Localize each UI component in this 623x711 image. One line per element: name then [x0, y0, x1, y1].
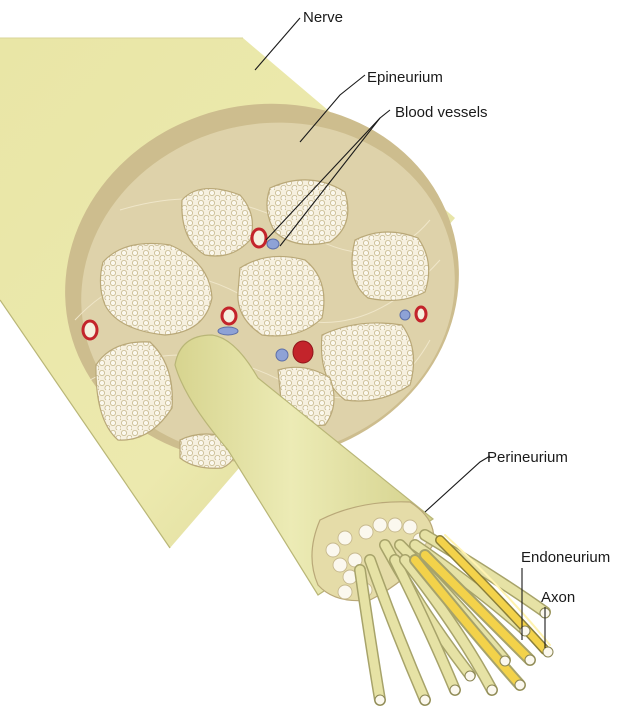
artery: [252, 229, 266, 247]
label-blood-vessels: Blood vessels: [395, 104, 488, 121]
artery: [83, 321, 97, 339]
artery: [416, 307, 426, 321]
label-endoneurium: Endoneurium: [521, 549, 610, 566]
label-nerve: Nerve: [303, 9, 343, 26]
fascicle: [267, 180, 348, 245]
vein: [276, 349, 288, 361]
vein: [267, 239, 279, 249]
fascicle: [352, 232, 429, 300]
fascicle: [238, 256, 324, 335]
vein: [218, 327, 238, 335]
vein: [400, 310, 410, 320]
label-axon: Axon: [541, 589, 575, 606]
artery: [222, 308, 236, 324]
artery: [293, 341, 313, 363]
fascicle: [321, 323, 413, 401]
label-epineurium: Epineurium: [367, 69, 443, 86]
label-perineurium: Perineurium: [487, 449, 568, 466]
